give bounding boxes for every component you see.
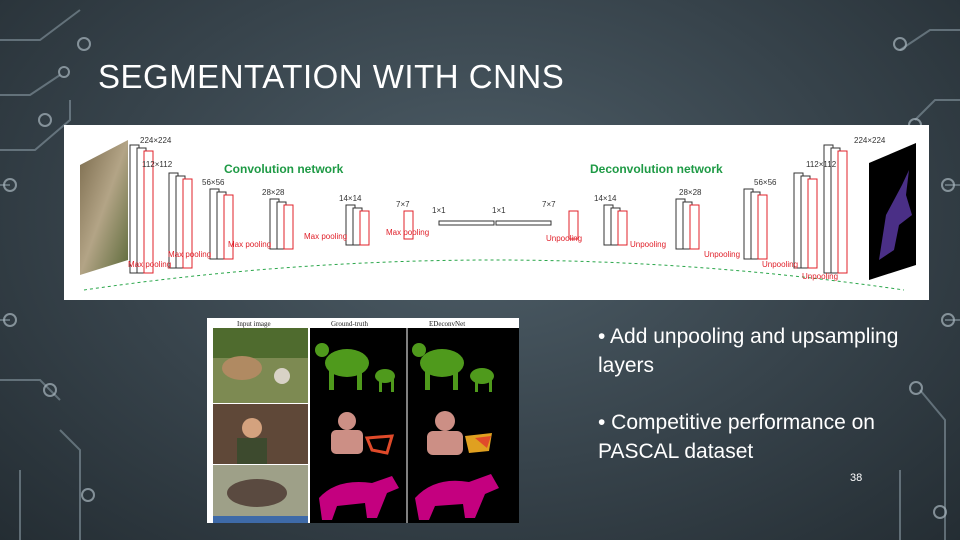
input-image xyxy=(80,140,128,275)
col-header-input: Input image xyxy=(237,320,271,328)
pool-label: Max pooling xyxy=(304,232,347,241)
layer-block xyxy=(837,150,848,274)
size-label: 224×224 xyxy=(140,136,172,145)
size-label: 14×14 xyxy=(339,194,362,203)
bullet-item: • Competitive performance on PASCAL data… xyxy=(598,411,875,463)
segmentation-results-figure: Input image Ground-truth EDeconvNet xyxy=(207,318,519,523)
layer-block xyxy=(143,150,154,274)
unpool-label: Unpooling xyxy=(762,260,798,269)
ground-truth-person xyxy=(331,412,395,455)
size-label: 224×224 xyxy=(854,136,886,145)
layer-block xyxy=(359,210,370,246)
layer-block xyxy=(403,210,414,240)
size-label: 1×1 xyxy=(492,206,506,215)
ground-truth-horse xyxy=(319,476,399,520)
layer-block xyxy=(223,194,234,260)
pool-label: Max pooling xyxy=(386,228,429,237)
size-label: 56×56 xyxy=(754,178,777,187)
deconvnet-architecture-diagram: Convolution network Deconvolution networ… xyxy=(64,125,929,300)
unpool-label: Unpooling xyxy=(630,240,666,249)
architecture-svg: Convolution network Deconvolution networ… xyxy=(80,136,916,291)
unpool-label: Unpooling xyxy=(802,272,838,281)
size-label: 14×14 xyxy=(594,194,617,203)
bullet-item: • Add unpooling and upsampling layers xyxy=(598,325,899,377)
page-number: 38 xyxy=(850,472,863,484)
fc-layer xyxy=(495,220,552,226)
deconv-title: Deconvolution network xyxy=(590,162,723,176)
prediction-person xyxy=(427,411,492,455)
layer-block xyxy=(689,204,700,250)
col-header-deconv: EDeconvNet xyxy=(429,320,465,328)
size-label: 7×7 xyxy=(396,200,410,209)
results-svg: Input image Ground-truth EDeconvNet xyxy=(213,320,519,523)
fc-layer xyxy=(438,220,495,226)
layer-block xyxy=(283,204,294,250)
size-label: 56×56 xyxy=(202,178,225,187)
size-label: 28×28 xyxy=(679,188,702,197)
size-label: 7×7 xyxy=(542,200,556,209)
size-label: 112×112 xyxy=(806,160,837,169)
layer-block xyxy=(617,210,628,246)
pool-label: Max pooling xyxy=(228,240,271,249)
unpool-label: Unpooling xyxy=(704,250,740,259)
slide-title: SEGMENTATION WITH CNNS xyxy=(98,58,565,95)
prediction-horse xyxy=(415,474,499,520)
pool-label: Max pooling xyxy=(168,250,211,259)
unpool-label: Unpooling xyxy=(546,234,582,243)
flow-arrow xyxy=(83,259,905,291)
size-label: 1×1 xyxy=(432,206,446,215)
size-label: 28×28 xyxy=(262,188,285,197)
bullet-list: • Add unpooling and upsampling layers • … xyxy=(598,322,938,494)
layer-block xyxy=(807,178,818,269)
layer-block xyxy=(757,194,768,260)
conv-title: Convolution network xyxy=(224,162,344,176)
pool-label: Max pooling xyxy=(128,260,171,269)
segmentation-shape xyxy=(879,170,912,260)
col-header-gt: Ground-truth xyxy=(331,320,368,328)
size-label: 112×112 xyxy=(142,160,173,169)
layer-block xyxy=(568,210,579,240)
prediction-cows xyxy=(412,343,494,392)
ground-truth-cows xyxy=(315,343,395,392)
layer-block xyxy=(182,178,193,269)
layer-stack xyxy=(129,144,848,274)
